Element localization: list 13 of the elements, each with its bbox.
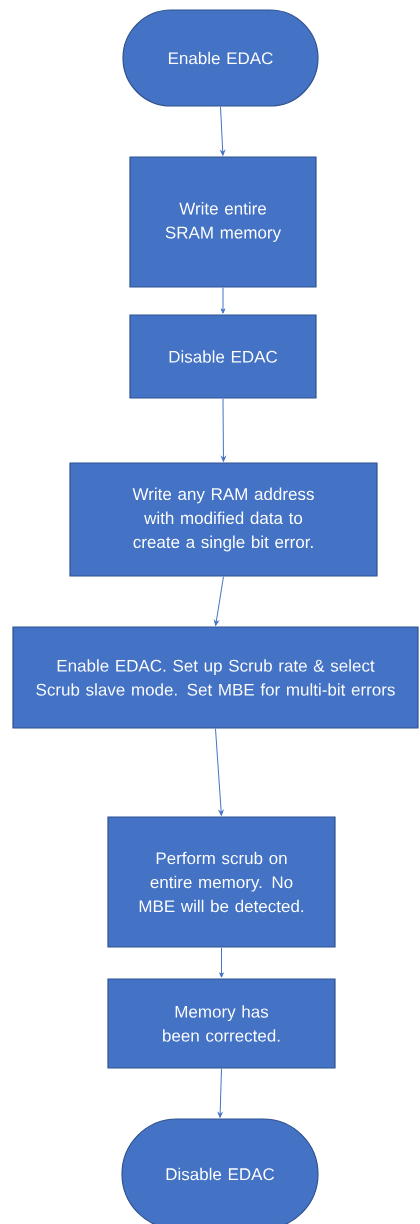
process-box: Disable EDAC xyxy=(129,314,317,399)
process-box: Write any RAM address with modified data to create a single bit error. xyxy=(69,462,378,577)
process-box: Memory has been corrected. xyxy=(107,978,336,1069)
arrow xyxy=(220,106,226,156)
process-box: Perform scrub on entire memory. No MBE will be detected. xyxy=(107,816,336,948)
process-box: Write entire SRAM memory xyxy=(129,156,317,288)
arrow xyxy=(219,947,224,978)
arrow xyxy=(221,398,226,462)
arrow xyxy=(215,728,224,816)
arrow xyxy=(220,287,226,314)
arrow xyxy=(214,576,224,626)
process-box: Enable EDAC. Set up Scrub rate & select Scrub slave mode. Set MBE for multi-bit errors xyxy=(12,626,419,729)
arrow xyxy=(217,1068,223,1118)
